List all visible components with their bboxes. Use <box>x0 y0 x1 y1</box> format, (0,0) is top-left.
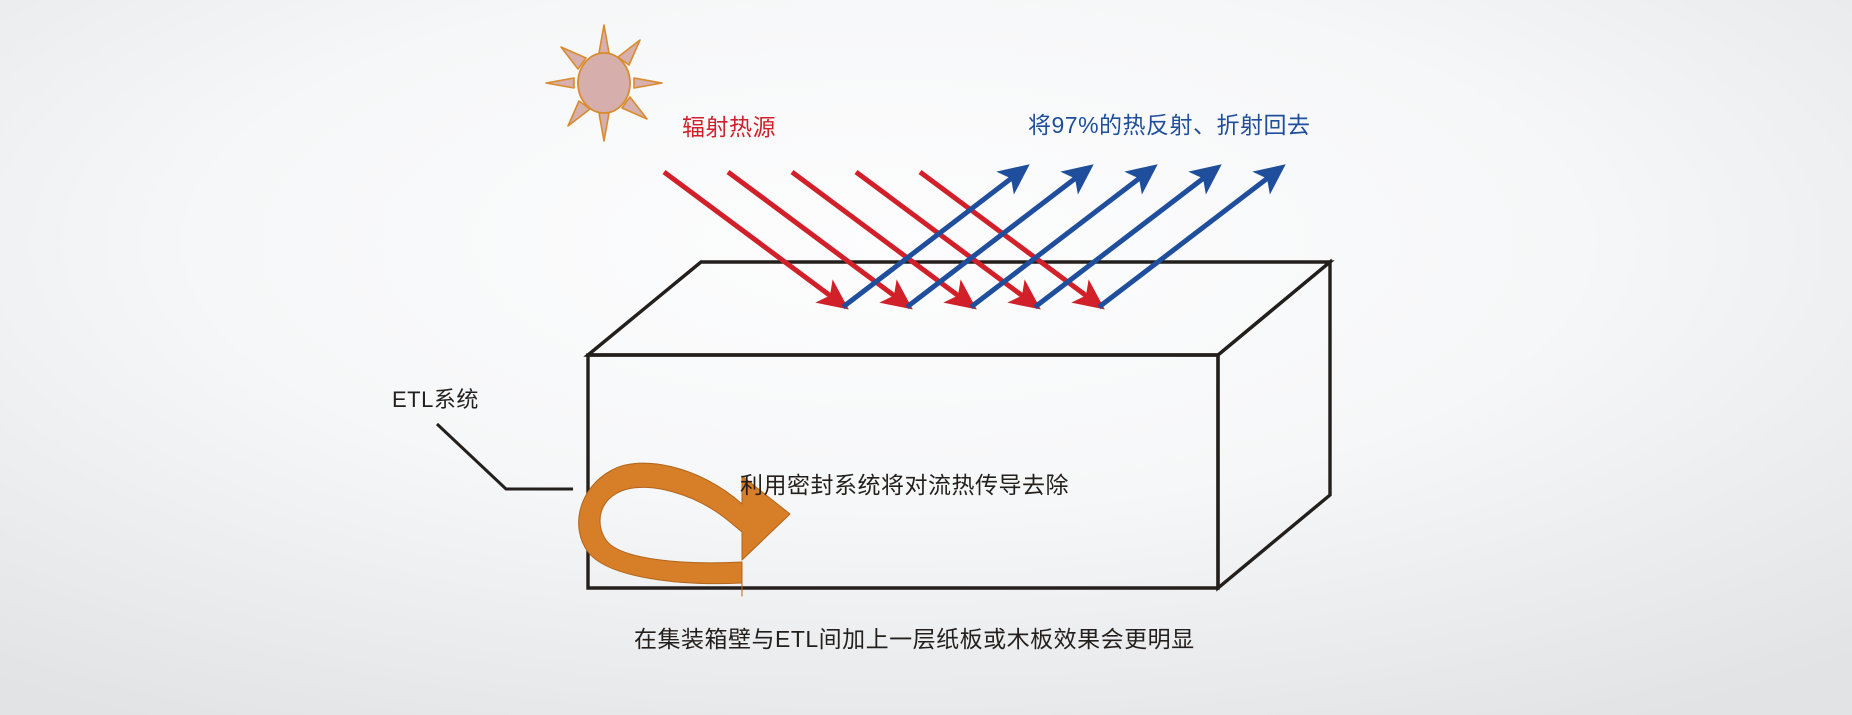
red-arrow-1 <box>662 169 849 310</box>
sun-core <box>577 52 631 114</box>
blue-arrow-5 <box>1097 164 1286 309</box>
red-arrow-4 <box>854 169 1041 310</box>
radiant-source-label: 辐射热源 <box>682 114 776 140</box>
box-right-face <box>1216 258 1332 592</box>
diagram-caption: 在集装箱壁与ETL间加上一层纸板或木板效果会更明显 <box>634 626 1195 652</box>
red-down-right-arrow-icon-group <box>662 169 1105 310</box>
etl-system-label: ETL系统 <box>392 387 479 412</box>
blue-arrow-2 <box>905 164 1094 309</box>
sun-icon <box>545 24 663 142</box>
container-box-icon <box>583 258 1335 592</box>
reflect-refract-label: 将97%的热反射、折射回去 <box>1028 112 1311 138</box>
blue-arrow-3 <box>969 164 1158 309</box>
leader-line-icon <box>435 422 573 491</box>
red-arrow-2 <box>726 169 913 310</box>
blue-up-right-arrow-icon-group <box>841 164 1286 309</box>
orange-clockwise-loop-arrow-icon <box>578 462 791 597</box>
blue-arrow-1 <box>841 164 1030 309</box>
red-arrow-5 <box>918 169 1105 310</box>
box-top-face <box>583 260 1335 357</box>
convection-removed-label: 利用密封系统将对流热传导去除 <box>740 472 1069 498</box>
red-arrow-3 <box>790 169 977 310</box>
blue-arrow-4 <box>1033 164 1222 309</box>
